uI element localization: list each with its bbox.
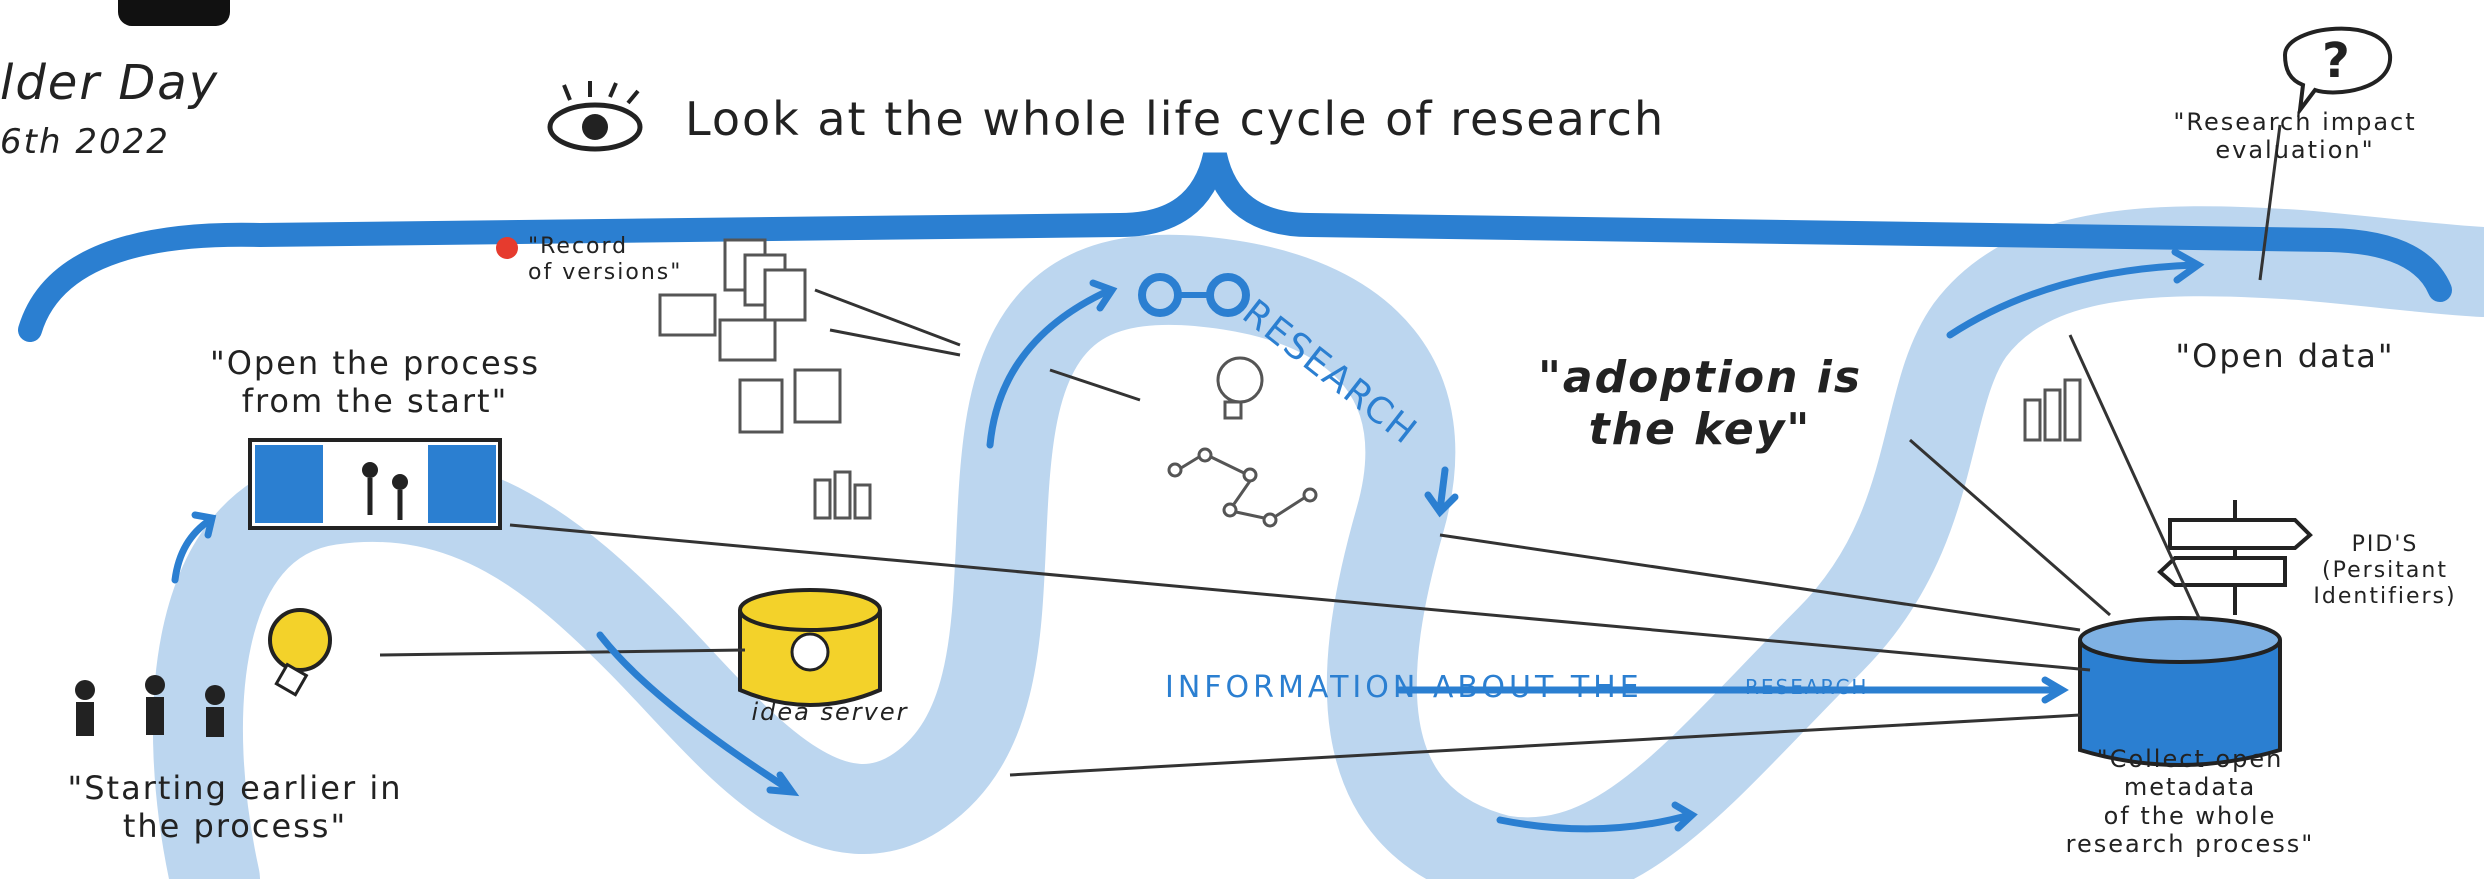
information-label: INFORMATION ABOUT THE: [1165, 670, 1643, 705]
lightbulb-icon: [268, 608, 332, 697]
event-date: 6th 2022: [0, 122, 170, 162]
bar-chart-icon: [813, 378, 2082, 520]
river-path: [152, 206, 2484, 879]
network-icon: [1167, 447, 1318, 528]
starting-earlier-label: "Starting earlier in the process": [67, 769, 403, 845]
open-door-icon: [248, 438, 502, 530]
black-tab: [118, 0, 230, 26]
collect-metadata-label: "Collect open metadata of the whole rese…: [2065, 745, 2315, 858]
idea-server-icon: [738, 588, 882, 707]
glasses-icon: [1138, 273, 1250, 317]
event-title: lder Day: [0, 55, 220, 111]
metadata-database-icon: [2078, 616, 2282, 767]
idea-server-label: idea server: [751, 698, 909, 726]
adoption-key-label: "adoption is the key": [1537, 352, 1863, 455]
open-data-label: "Open data": [2175, 337, 2395, 375]
open-process-label: "Open the process from the start": [209, 344, 540, 420]
information-research-label: RESEARCH: [1745, 675, 1869, 699]
pids-label: PID'S (Persitant Identifiers): [2313, 532, 2457, 609]
main-title: Look at the whole life cycle of research: [685, 92, 1666, 146]
life-cycle-brace: [18, 152, 2452, 342]
record-of-versions-label: "Record of versions": [528, 234, 683, 285]
question-bubble-icon: ?: [2282, 26, 2393, 118]
people-icon: [75, 675, 225, 737]
signpost-icon: [2157, 500, 2313, 615]
lightbulb-outline-icon: [1216, 356, 1264, 420]
flow-arrows: [171, 248, 2205, 833]
documents-icon: [658, 238, 842, 434]
research-impact-label: "Research impact evaluation": [2173, 108, 2417, 165]
connector-lines: [379, 124, 2282, 777]
svg-text:?: ?: [2322, 33, 2350, 89]
alert-dot-icon: [496, 237, 518, 259]
eye-icon: [547, 81, 643, 152]
